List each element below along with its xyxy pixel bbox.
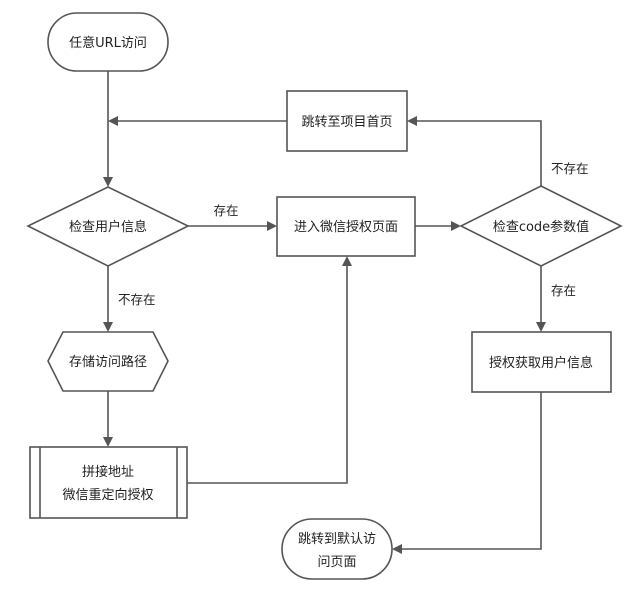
arrowhead-concat xyxy=(103,437,113,447)
get-user-label: 授权获取用户信息 xyxy=(489,355,593,371)
arrowhead-main-line xyxy=(108,116,118,126)
concat-label-line1: 拼接地址 xyxy=(82,464,134,480)
start-label: 任意URL访问 xyxy=(69,35,147,51)
arrowhead-get-user xyxy=(536,322,546,332)
arrowhead-store-path xyxy=(103,322,113,332)
edges xyxy=(103,71,546,554)
store-path-preparation xyxy=(47,331,169,392)
label-check-code-missing: 不存在 xyxy=(551,161,589,176)
edge-concat-to-enter-auth xyxy=(187,265,348,484)
arrowhead-enter-auth xyxy=(267,221,277,231)
arrowhead-end xyxy=(392,544,402,554)
arrowhead-jump-home xyxy=(407,116,417,126)
check-code-label: 检查code参数值 xyxy=(493,219,589,235)
edge-labels: 存在 不存在 不存在 存在 xyxy=(118,161,589,307)
enter-auth-label: 进入微信授权页面 xyxy=(294,219,398,235)
jump-home-box xyxy=(286,90,408,152)
store-path-label: 存储访问路径 xyxy=(69,354,147,370)
concat-label-line2: 微信重定向授权 xyxy=(62,487,153,503)
node-check-code: 检查code参数值 xyxy=(459,185,623,267)
edge-check-code-to-jump-home xyxy=(416,120,542,186)
arrowhead-enter-auth-bottom xyxy=(342,256,352,266)
node-jump-home: 跳转至项目首页 xyxy=(286,90,408,152)
start-terminator xyxy=(47,12,169,72)
label-check-user-exists: 存在 xyxy=(213,203,238,218)
end-terminator xyxy=(281,518,393,580)
check-code-decision xyxy=(459,185,623,267)
node-start: 任意URL访问 xyxy=(47,12,169,72)
node-check-user: 检查用户信息 xyxy=(26,186,190,267)
concat-subprocess xyxy=(29,446,188,519)
node-store-path: 存储访问路径 xyxy=(47,331,169,392)
node-concat: 拼接地址 微信重定向授权 xyxy=(29,446,188,519)
arrowhead-check-user xyxy=(103,177,113,187)
end-label-line1: 跳转到默认访 xyxy=(298,531,376,547)
node-end: 跳转到默认访 问页面 xyxy=(281,518,393,580)
arrowhead-check-code xyxy=(451,221,461,231)
node-get-user: 授权获取用户信息 xyxy=(471,331,612,393)
label-check-code-exists: 存在 xyxy=(551,283,576,298)
get-user-box xyxy=(471,331,612,393)
node-enter-auth: 进入微信授权页面 xyxy=(276,196,416,257)
jump-home-label: 跳转至项目首页 xyxy=(301,115,392,130)
edge-get-user-to-end xyxy=(401,392,542,550)
enter-auth-box xyxy=(276,196,416,257)
end-label-line2: 问页面 xyxy=(317,555,356,570)
label-check-user-missing: 不存在 xyxy=(118,292,156,307)
check-user-label: 检查用户信息 xyxy=(69,219,147,235)
check-user-decision xyxy=(26,186,190,267)
